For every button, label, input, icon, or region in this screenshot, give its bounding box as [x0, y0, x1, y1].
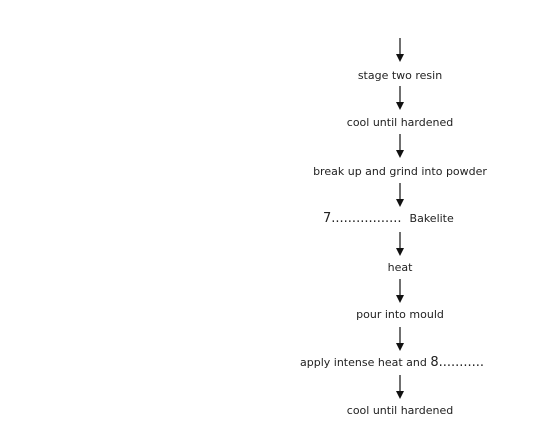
step-heat: heat — [387, 261, 413, 274]
step-bakelite: Bakelite — [409, 212, 454, 225]
arrow-down-icon — [395, 183, 405, 207]
step-cool-until-hardened: cool until hardened — [346, 116, 454, 129]
step-apply-intense-heat-row: apply intense heat and 8........... — [300, 356, 484, 370]
arrow-down-icon — [395, 134, 405, 158]
arrow-down-icon — [395, 375, 405, 399]
blank-8: 8........... — [430, 355, 485, 370]
arrow-down-icon — [395, 86, 405, 110]
blank-7: 7................. — [323, 211, 402, 226]
step-stage-two-resin: stage two resin — [357, 69, 443, 82]
arrow-down-icon — [395, 232, 405, 256]
arrow-down-icon — [395, 38, 405, 62]
arrow-down-icon — [395, 327, 405, 351]
step-pour-into-mould: pour into mould — [356, 308, 444, 321]
step-break-up-and-grind: break up and grind into powder — [313, 165, 487, 178]
arrow-down-icon — [395, 279, 405, 303]
step-bakelite-row: 7................. Bakelite — [323, 212, 454, 226]
step-cool-until-hardened-final: cool until hardened — [346, 404, 454, 417]
step-apply-intense-heat: apply intense heat and — [300, 356, 431, 369]
